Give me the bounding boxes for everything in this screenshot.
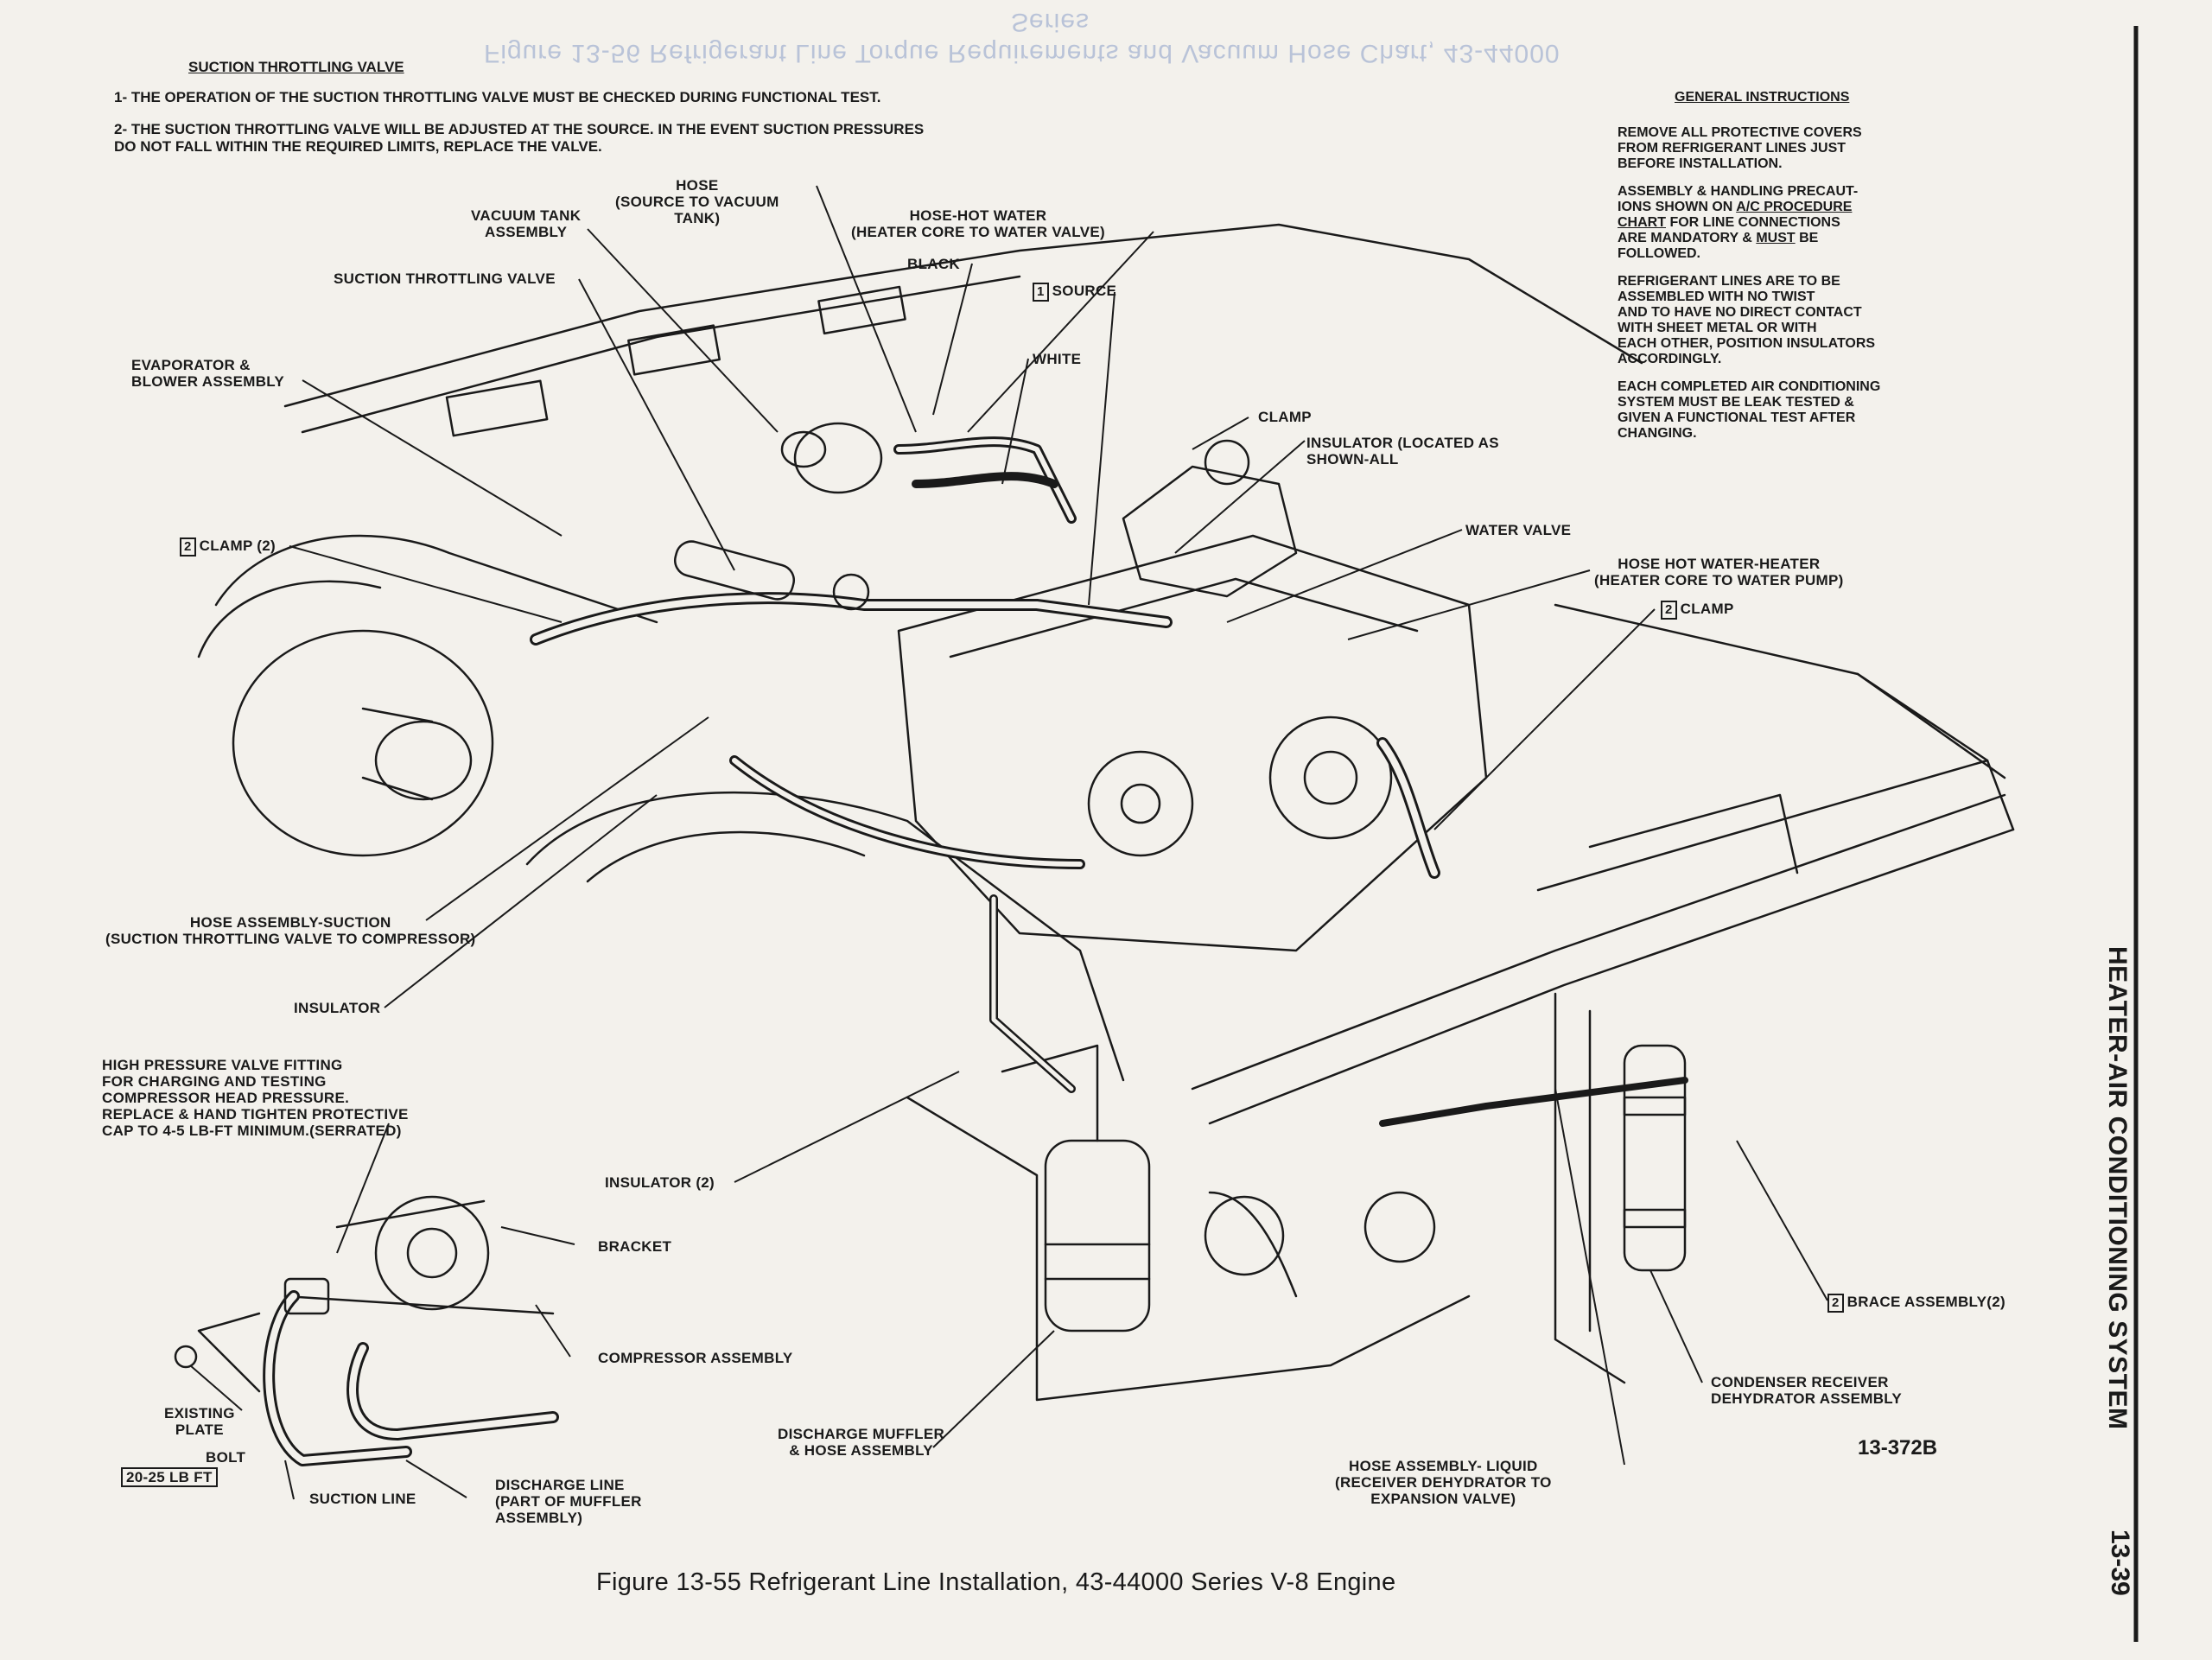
label-condenser: CONDENSER RECEIVER DEHYDRATOR ASSEMBLY xyxy=(1711,1374,1903,1407)
label-evaporator: EVAPORATOR & BLOWER ASSEMBLY xyxy=(131,357,285,390)
label-hose-suction: HOSE ASSEMBLY-SUCTION (SUCTION THROTTLIN… xyxy=(105,914,476,947)
instruction-4: EACH COMPLETED AIR CONDITIONING SYSTEM M… xyxy=(1618,379,1881,441)
label-water-valve: WATER VALVE xyxy=(1465,522,1572,538)
label-torque: 20-25 LB FT xyxy=(121,1467,218,1487)
suction-valve-heading: SUCTION THROTTLING VALVE xyxy=(188,59,404,75)
label-discharge-line: DISCHARGE LINE (PART OF MUFFLER ASSEMBLY… xyxy=(495,1477,642,1526)
label-high-pressure-fitting: HIGH PRESSURE VALVE FITTING FOR CHARGING… xyxy=(102,1057,409,1139)
instruction-2: ASSEMBLY & HANDLING PRECAUT- IONS SHOWN … xyxy=(1618,184,1859,261)
label-hose-hot-water: HOSE-HOT WATER (HEATER CORE TO WATER VAL… xyxy=(851,207,1105,240)
label-vacuum-tank: VACUUM TANK ASSEMBLY xyxy=(471,207,582,240)
label-suction-throttling-valve: SUCTION THROTTLING VALVE xyxy=(334,270,556,287)
label-hose-source: HOSE (SOURCE TO VACUUM TANK) xyxy=(615,177,779,226)
label-insulator-2: INSULATOR (2) xyxy=(605,1174,715,1191)
label-bolt: BOLT xyxy=(206,1449,246,1466)
label-suction-line: SUCTION LINE xyxy=(309,1491,416,1507)
general-instructions: REMOVE ALL PROTECTIVE COVERS FROM REFRIG… xyxy=(1618,125,1929,454)
side-title: HEATER-AIR CONDITIONING SYSTEM xyxy=(2103,946,2132,1430)
label-hose-heater-pump: HOSE HOT WATER-HEATER (HEATER CORE TO WA… xyxy=(1594,556,1844,588)
label-compressor: COMPRESSOR ASSEMBLY xyxy=(598,1350,793,1366)
page-number: 13-39 xyxy=(2106,1530,2134,1596)
label-existing-plate: EXISTING PLATE xyxy=(164,1405,235,1438)
instruction-1: REMOVE ALL PROTECTIVE COVERS FROM REFRIG… xyxy=(1618,125,1862,171)
figure-caption: Figure 13-55 Refrigerant Line Installati… xyxy=(596,1568,1396,1596)
label-insulator: INSULATOR xyxy=(294,1000,381,1016)
general-instructions-heading: GENERAL INSTRUCTIONS xyxy=(1675,90,1850,105)
label-insulator-located: INSULATOR (LOCATED AS SHOWN-ALL xyxy=(1306,435,1499,467)
instruction-3: REFRIGERANT LINES ARE TO BE ASSEMBLED WI… xyxy=(1618,274,1876,366)
figure-number: 13-372B xyxy=(1858,1436,1938,1460)
label-clamp-top: CLAMP xyxy=(1258,409,1312,425)
label-white: WHITE xyxy=(1033,351,1082,367)
label-hose-liquid: HOSE ASSEMBLY- LIQUID (RECEIVER DEHYDRAT… xyxy=(1335,1458,1552,1507)
label-black: BLACK xyxy=(907,256,960,272)
label-bracket: BRACKET xyxy=(598,1238,672,1255)
label-discharge-muffler: DISCHARGE MUFFLER & HOSE ASSEMBLY xyxy=(778,1426,945,1459)
suction-valve-note-1: 1- THE OPERATION OF THE SUCTION THROTTLI… xyxy=(114,89,881,105)
suction-valve-note-2: 2- THE SUCTION THROTTLING VALVE WILL BE … xyxy=(114,121,925,155)
